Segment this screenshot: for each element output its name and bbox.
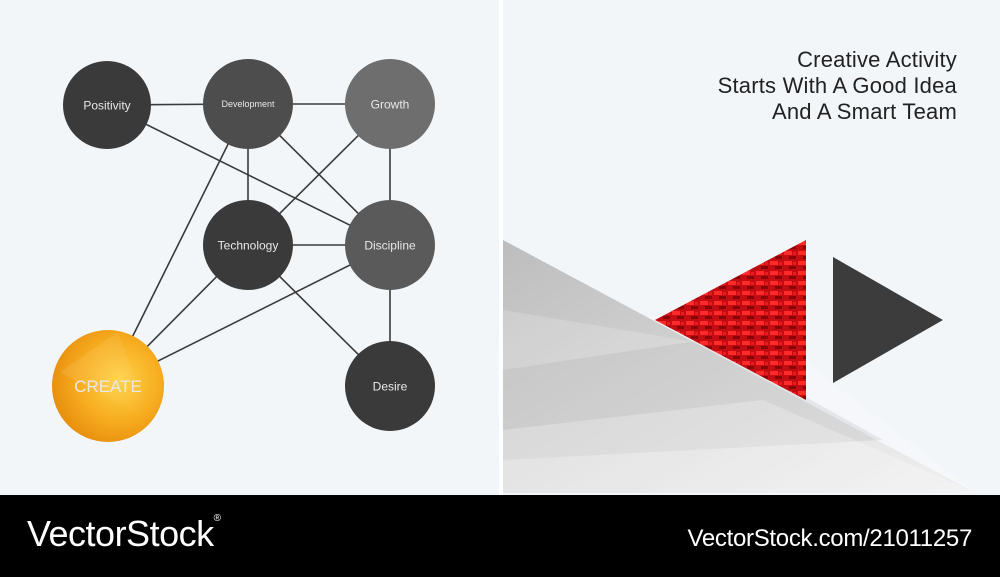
red-triangle	[655, 240, 806, 400]
gray-band-3	[503, 400, 976, 493]
node-circle-positivity	[63, 61, 151, 149]
panel-divider	[499, 0, 503, 495]
node-label-desire: Desire	[373, 379, 408, 393]
node-circle-desire	[345, 341, 435, 431]
node-label-create: CREATE	[74, 377, 142, 396]
node-label-positivity: Positivity	[83, 98, 130, 112]
node-discipline: Discipline	[345, 200, 435, 290]
registered-mark: ®	[213, 513, 221, 524]
footer-bar: VectorStock® VectorStock.com/21011257	[0, 495, 1000, 577]
node-technology: Technology	[203, 200, 293, 290]
brand-name: VectorStock	[27, 513, 214, 554]
node-label-growth: Growth	[371, 97, 410, 111]
image-reference: VectorStock.com/21011257	[687, 525, 972, 552]
node-circle-growth	[345, 59, 435, 149]
vectorstock-logo: VectorStock®	[27, 513, 221, 555]
headline-line-3: And A Smart Team	[771, 99, 957, 124]
node-label-discipline: Discipline	[364, 238, 416, 252]
node-circle-discipline	[345, 200, 435, 290]
gray-band-2	[503, 340, 883, 460]
play-arrow-icon	[833, 257, 943, 383]
node-label-development: Development	[221, 99, 275, 109]
headline: Creative Activity Starts With A Good Ide…	[718, 47, 957, 125]
abstract-graphic	[503, 240, 976, 493]
gray-wedge	[503, 240, 976, 493]
node-positivity: Positivity	[63, 61, 151, 149]
create-facet	[60, 332, 150, 420]
node-desire: Desire	[345, 341, 435, 431]
node-label-technology: Technology	[218, 238, 279, 252]
node-growth: Growth	[345, 59, 435, 149]
hero-panel: Creative Activity Starts With A Good Ide…	[503, 0, 1000, 495]
headline-line-1: Creative Activity	[797, 47, 957, 72]
node-circle-technology	[203, 200, 293, 290]
node-create: CREATE	[52, 330, 164, 442]
node-development: Development	[203, 59, 293, 149]
node-circle-development	[203, 59, 293, 149]
headline-line-2: Starts With A Good Idea	[717, 73, 957, 98]
gray-band-1	[503, 310, 976, 493]
